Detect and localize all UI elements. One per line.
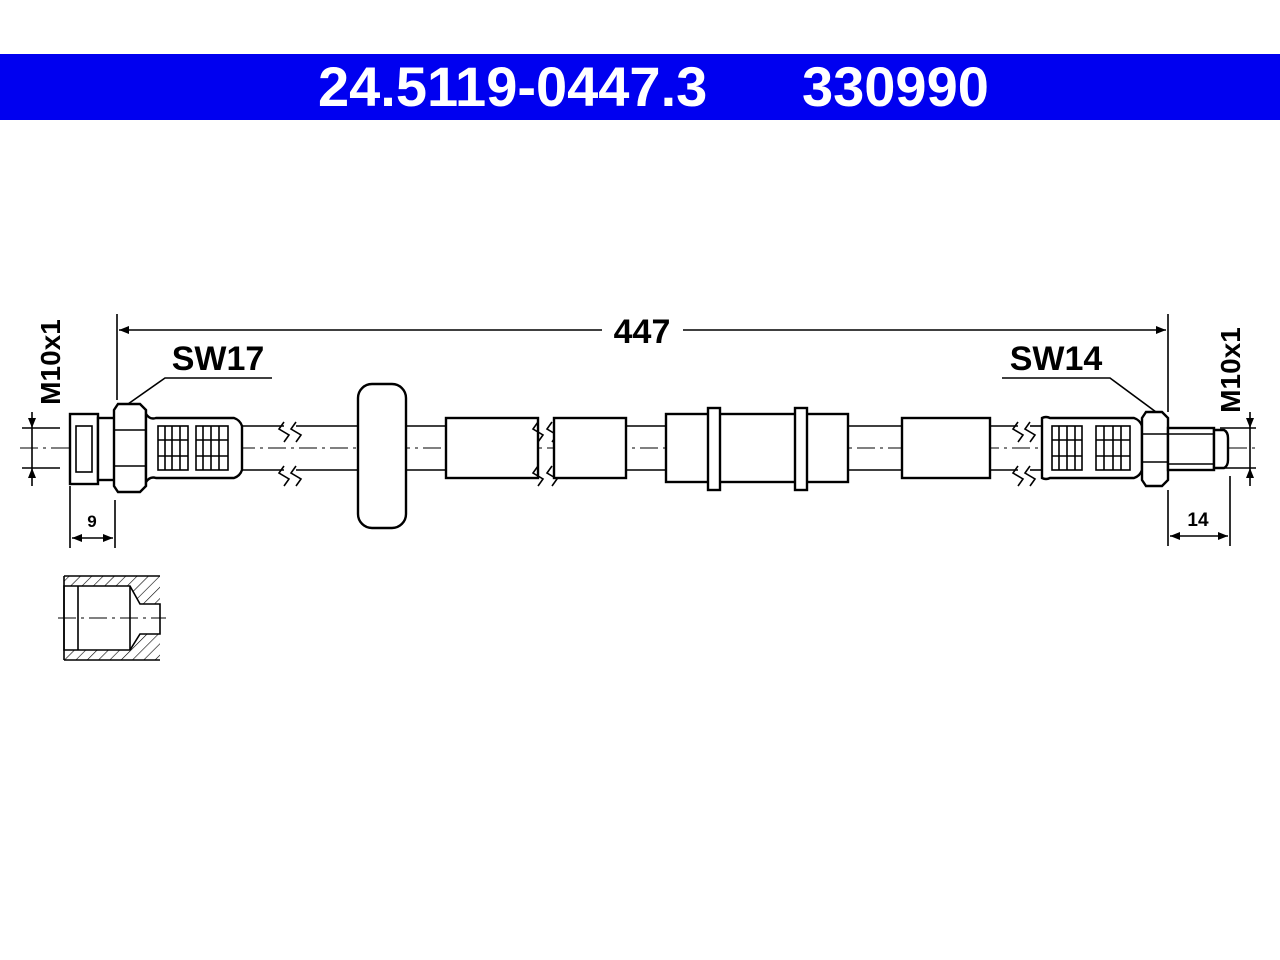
right-fitting (1040, 410, 1230, 488)
left-end-dimension: 9 (69, 486, 116, 548)
left-hex-nut (112, 402, 148, 494)
right-bolt-tip (1212, 428, 1230, 470)
length-dimension: 447 (116, 313, 1169, 412)
left-nut-flange (68, 412, 100, 486)
left-end-label: 9 (87, 512, 96, 531)
header-bar (0, 54, 1280, 120)
left-thread-dimension: M10x1 (22, 319, 66, 486)
hose-clamp-sleeve (664, 412, 850, 484)
sw14-callout: SW14 (1002, 340, 1157, 413)
sw17-label: SW17 (172, 340, 265, 378)
length-label: 447 (614, 313, 671, 351)
clamp-collar-2 (793, 406, 809, 492)
break-mark-3 (1011, 421, 1025, 487)
right-bolt-thread (1166, 426, 1216, 472)
right-hex-nut (1140, 410, 1170, 488)
sw17-callout: SW17 (127, 340, 272, 405)
hose-sleeve-2 (552, 416, 628, 480)
reference-number: 330990 (802, 55, 989, 118)
break-mark-2 (531, 421, 545, 487)
part-number: 24.5119-0447.3 (318, 55, 708, 118)
sw14-label: SW14 (1010, 340, 1103, 378)
hose-body (242, 382, 1042, 530)
right-thread-label: M10x1 (1215, 327, 1246, 413)
break-mark-1 (277, 421, 291, 487)
port-section-detail (58, 575, 166, 661)
right-end-dimension: 14 (1167, 476, 1231, 546)
right-end-label: 14 (1187, 510, 1209, 531)
left-fitting (68, 402, 244, 494)
clamp-collar-1 (706, 406, 722, 492)
left-thread-label: M10x1 (35, 319, 66, 405)
hose-bracket (356, 382, 408, 530)
hose-sleeve-3 (900, 416, 992, 480)
hose-sleeve-1 (444, 416, 540, 480)
